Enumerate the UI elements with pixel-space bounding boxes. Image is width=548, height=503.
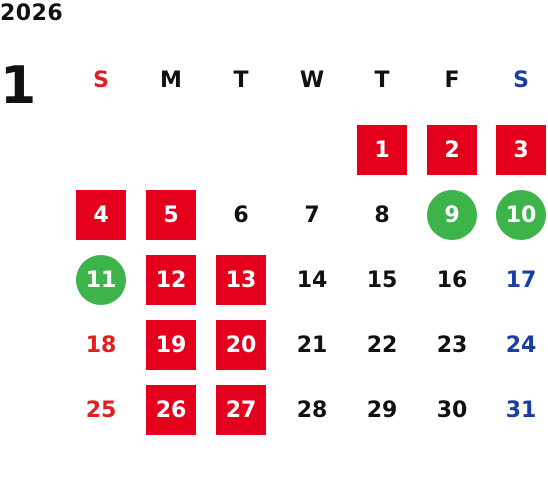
day-21: 21 (296, 332, 328, 358)
day-20: 20 (216, 320, 266, 370)
day-26: 26 (146, 385, 196, 435)
weekday-tue: T (233, 68, 249, 93)
day-11: 11 (76, 255, 126, 305)
day-6: 6 (233, 202, 249, 228)
day-30: 30 (436, 397, 468, 423)
weekday-thu: T (374, 68, 390, 93)
day-16: 16 (436, 267, 468, 293)
day-3: 3 (496, 125, 546, 175)
day-2: 2 (427, 125, 477, 175)
day-7: 7 (304, 202, 320, 228)
day-27: 27 (216, 385, 266, 435)
day-10: 10 (496, 190, 546, 240)
month-label: 1 (0, 56, 37, 116)
day-13: 13 (216, 255, 266, 305)
day-9: 9 (427, 190, 477, 240)
weekday-sun: S (93, 68, 109, 93)
day-28: 28 (296, 397, 328, 423)
day-31: 31 (505, 397, 537, 423)
day-15: 15 (366, 267, 398, 293)
day-24: 24 (505, 332, 537, 358)
day-5: 5 (146, 190, 196, 240)
day-8: 8 (374, 202, 390, 228)
day-18: 18 (85, 332, 117, 358)
day-1: 1 (357, 125, 407, 175)
day-4: 4 (76, 190, 126, 240)
day-22: 22 (366, 332, 398, 358)
weekday-mon: M (160, 68, 182, 93)
day-29: 29 (366, 397, 398, 423)
day-14: 14 (296, 267, 328, 293)
day-19: 19 (146, 320, 196, 370)
day-25: 25 (85, 397, 117, 423)
weekday-fri: F (444, 68, 460, 93)
weekday-wed: W (299, 68, 325, 93)
weekday-sat: S (513, 68, 529, 93)
year-label: 2026 (0, 1, 64, 26)
day-23: 23 (436, 332, 468, 358)
day-17: 17 (505, 267, 537, 293)
day-12: 12 (146, 255, 196, 305)
